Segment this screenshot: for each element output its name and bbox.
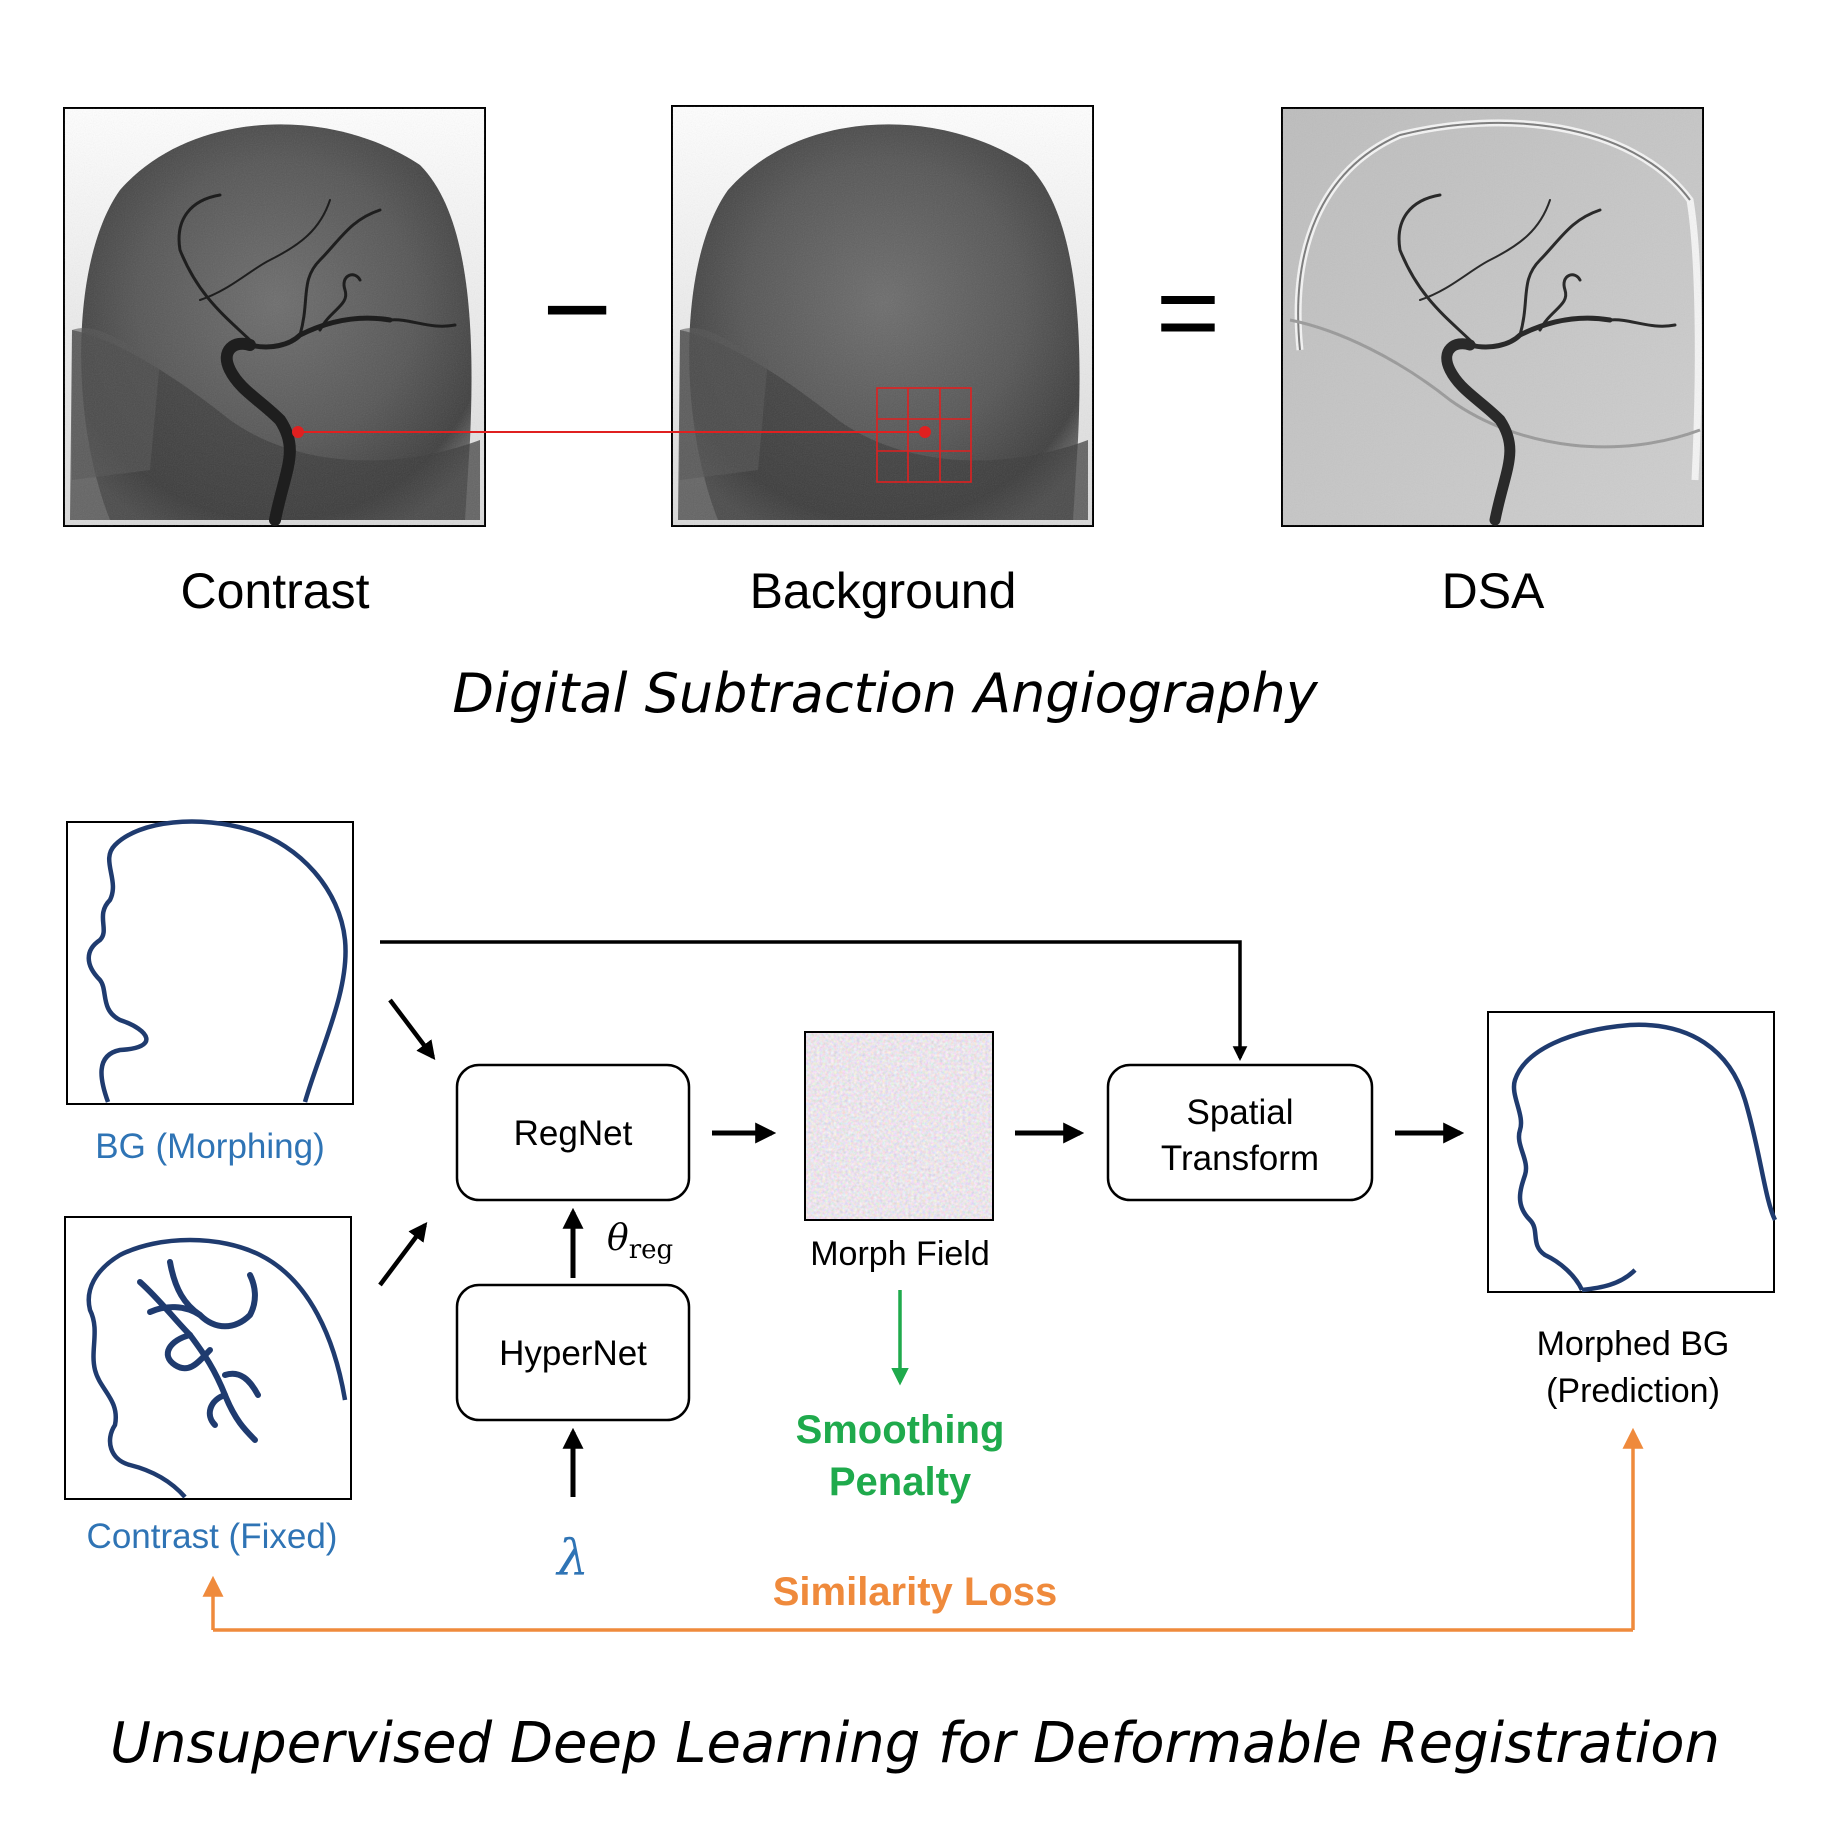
contrast-fixed-image — [64, 1216, 352, 1500]
spatial-transform-label-line2: Transform — [1161, 1139, 1319, 1178]
contrast-to-regnet-arrow — [378, 1221, 428, 1287]
contrast-fixed-label: Contrast (Fixed) — [87, 1517, 338, 1556]
smoothing-penalty-label-line2: Penalty — [829, 1460, 972, 1504]
dsa-label: DSA — [1442, 563, 1545, 619]
morphed-bg-image — [1487, 1011, 1778, 1293]
morph-field-image — [804, 1031, 994, 1221]
top-title: Digital Subtraction Angiography — [452, 662, 1318, 725]
morphed-bg-label-line1: Morphed BG — [1537, 1325, 1730, 1363]
smoothing-penalty-label-line1: Smoothing — [796, 1408, 1005, 1452]
bg-morphing-label: BG (Morphing) — [95, 1127, 325, 1166]
contrast-marker-dot — [292, 426, 304, 438]
morphed-bg-label-line2: (Prediction) — [1546, 1372, 1720, 1410]
bottom-title: Unsupervised Deep Learning for Deformabl… — [110, 1711, 1720, 1776]
theta-reg-symbol: θreg — [607, 1218, 673, 1265]
lambda-symbol: λ — [555, 1529, 589, 1587]
background-marker-dot — [919, 426, 931, 438]
hypernet-block: HyperNet — [455, 1283, 691, 1422]
regnet-block: RegNet — [455, 1063, 691, 1202]
bg-to-spatial-bypass-arrow — [380, 940, 1248, 1061]
equals-sign: = — [1156, 251, 1220, 374]
minus-sign: − — [542, 242, 612, 376]
regnet-label: RegNet — [514, 1114, 633, 1153]
contrast-label: Contrast — [181, 563, 370, 619]
dsa-image — [1281, 107, 1704, 527]
background-xray-image — [671, 105, 1094, 527]
bg-morphing-image — [66, 819, 354, 1105]
similarity-loss-label: Similarity Loss — [773, 1570, 1058, 1614]
bg-to-regnet-arrow — [388, 998, 436, 1061]
spatial-transform-label-line1: Spatial — [1186, 1093, 1293, 1132]
morph-field-label: Morph Field — [810, 1235, 990, 1273]
contrast-xray-image — [63, 107, 486, 527]
spatial-transform-block: Spatial Transform — [1106, 1063, 1374, 1202]
background-label: Background — [750, 563, 1017, 619]
sampling-grid — [876, 387, 972, 483]
hypernet-label: HyperNet — [499, 1334, 647, 1373]
